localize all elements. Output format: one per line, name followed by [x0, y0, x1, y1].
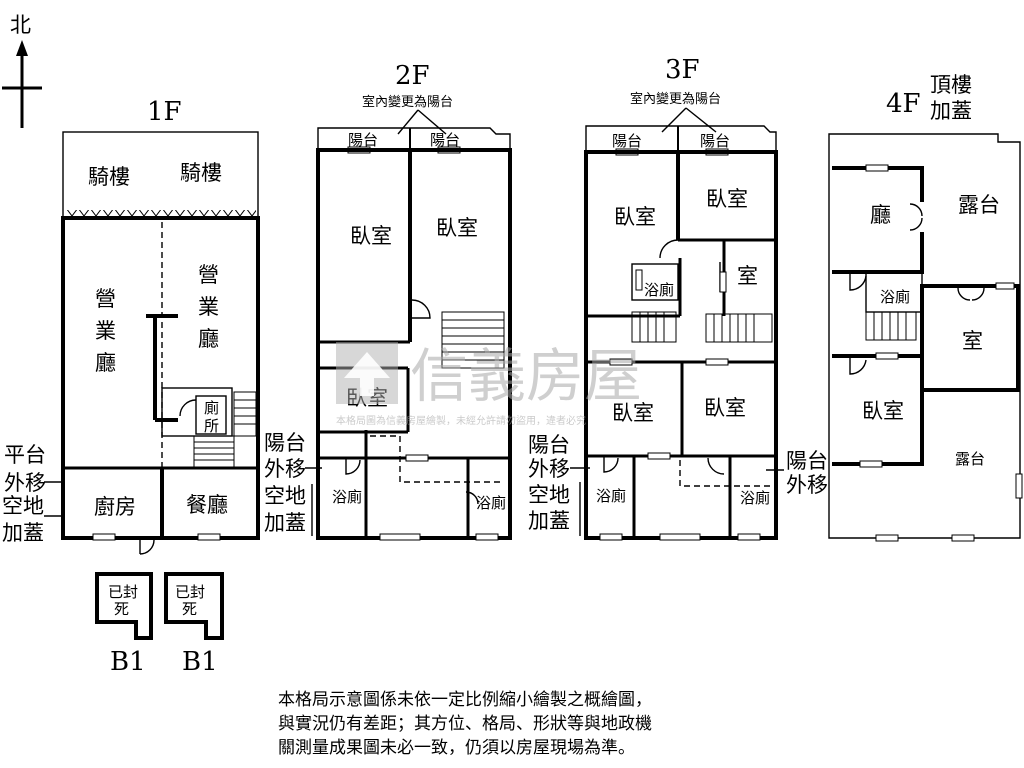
kitchen-label: 廚房 — [94, 495, 136, 519]
floor-4f-title: 4F — [886, 89, 921, 119]
shop-right-label: 營 業 廳 — [198, 263, 226, 351]
floor-1f: 1F 騎樓 騎樓 營 業 廳 營 業 廳 廁 所 — [2, 97, 260, 555]
floor-3f-note-vacant: 空地 加蓋 — [528, 483, 577, 533]
note-vacant-built: 空地 加蓋 — [2, 494, 51, 545]
floor-1f-outline — [61, 216, 260, 540]
b1-sealed-left: 已封 死 — [108, 583, 143, 618]
floor-2f-balcony-right: 陽台 — [430, 131, 460, 149]
arcade-right-label: 騎樓 — [180, 161, 222, 185]
floor-2f-note-balcony: 陽台 外移 — [264, 431, 313, 481]
shop-left-label: 營 業 廳 — [95, 287, 123, 375]
b1-title-left: B1 — [110, 647, 146, 677]
floor-3f-balcony-right: 陽台 — [700, 132, 730, 150]
floor-4f-note-roof: 頂樓 加蓋 — [930, 73, 979, 123]
b1-room-right — [164, 572, 224, 640]
floor-3f-title: 3F — [665, 55, 700, 85]
floor-3f-balcony-left: 陽台 — [612, 132, 642, 150]
floor-2f-bath-a: 浴廁 — [332, 488, 362, 506]
floor-3f-bedroom-b: 臥室 — [706, 187, 748, 211]
disclaimer-line: 關測量成果圖未必一致，仍須以房屋現場為準。 — [278, 738, 635, 758]
floor-1f-title: 1F — [147, 97, 182, 127]
floor-3f-note-top: 室內變更為陽台 — [630, 91, 721, 107]
floor-3f-bath-a: 浴廁 — [596, 487, 626, 505]
floor-4f-bath: 浴廁 — [880, 288, 910, 306]
b1-title-right: B1 — [182, 647, 218, 677]
floor-3f-note-balcony: 陽台 外移 — [528, 433, 577, 481]
floor-2f-bedroom-b: 臥室 — [436, 216, 478, 240]
floor-4f-room: 室 — [962, 329, 983, 353]
floor-3f-bedroom-c: 臥室 — [612, 401, 654, 425]
floor-b1: 已封 死 已封 死 B1 B1 — [95, 572, 224, 677]
watermark-brand: 信義房屋 — [410, 342, 642, 410]
floor-3f-bedroom-a: 臥室 — [614, 205, 656, 229]
floor-2f: 2F 室內變更為陽台 陽台 陽台 臥室 臥室 臥室 — [264, 61, 512, 541]
compass-label: 北 — [10, 13, 31, 37]
floor-4f-terrace-bottom: 露台 — [955, 450, 985, 468]
floor-3f-bedroom-d: 臥室 — [704, 396, 746, 420]
floor-3f-bath-small: 浴廁 — [644, 281, 674, 299]
watermark-sub: 本格局圖為信義房屋繪製，未經允許請勿盜用，違者必究 — [336, 414, 586, 427]
disclaimer-line: 本格局示意圖係未依一定比例縮小繪製之概繪圖， — [278, 690, 652, 710]
dining-label: 餐廳 — [186, 493, 228, 517]
watermark: 信義房屋 本格局圖為信義房屋繪製，未經允許請勿盜用，違者必究 — [336, 342, 642, 427]
floor-2f-title: 2F — [395, 61, 430, 91]
floor-3f-bath-b: 浴廁 — [740, 489, 770, 507]
disclaimer-line: 與實況仍有差距；其方位、格局、形狀等與地政機 — [278, 714, 652, 734]
disclaimer-note: 本格局示意圖係未依一定比例縮小繪製之概繪圖， 與實況仍有差距；其方位、格局、形狀… — [278, 688, 748, 760]
wc-label: 廁 所 — [204, 399, 224, 435]
floor-4f-hall: 廳 — [870, 203, 891, 227]
north-arrow: 北 — [2, 13, 42, 128]
floor-2f-balcony-left: 陽台 — [348, 131, 378, 149]
arcade-left-label: 騎樓 — [88, 165, 130, 189]
floor-4f-bedroom: 臥室 — [862, 399, 904, 423]
floor-2f-note-vacant: 空地 加蓋 — [264, 484, 313, 535]
floor-2f-bedroom-a: 臥室 — [350, 224, 392, 248]
floor-2f-bath-b: 浴廁 — [476, 494, 506, 512]
floor-4f: 4F 頂樓 加蓋 廳 露台 浴廁 室 臥室 露台 — [828, 73, 1023, 542]
floor-3f: 3F 室內變更為陽台 陽台 陽台 臥室 臥室 室 浴廁 — [528, 55, 835, 541]
floor-3f-note-balcony-right: 陽台 外移 — [786, 449, 835, 497]
b1-room-left — [95, 572, 153, 640]
floor-4f-terrace-top: 露台 — [958, 193, 1000, 217]
floor-4f-outline — [828, 133, 1021, 539]
floor-3f-room: 室 — [737, 264, 758, 288]
b1-sealed-right: 已封 死 — [175, 583, 210, 618]
floor-2f-note-top: 室內變更為陽台 — [362, 94, 453, 110]
note-platform-moved: 平台 外移 — [4, 443, 53, 495]
